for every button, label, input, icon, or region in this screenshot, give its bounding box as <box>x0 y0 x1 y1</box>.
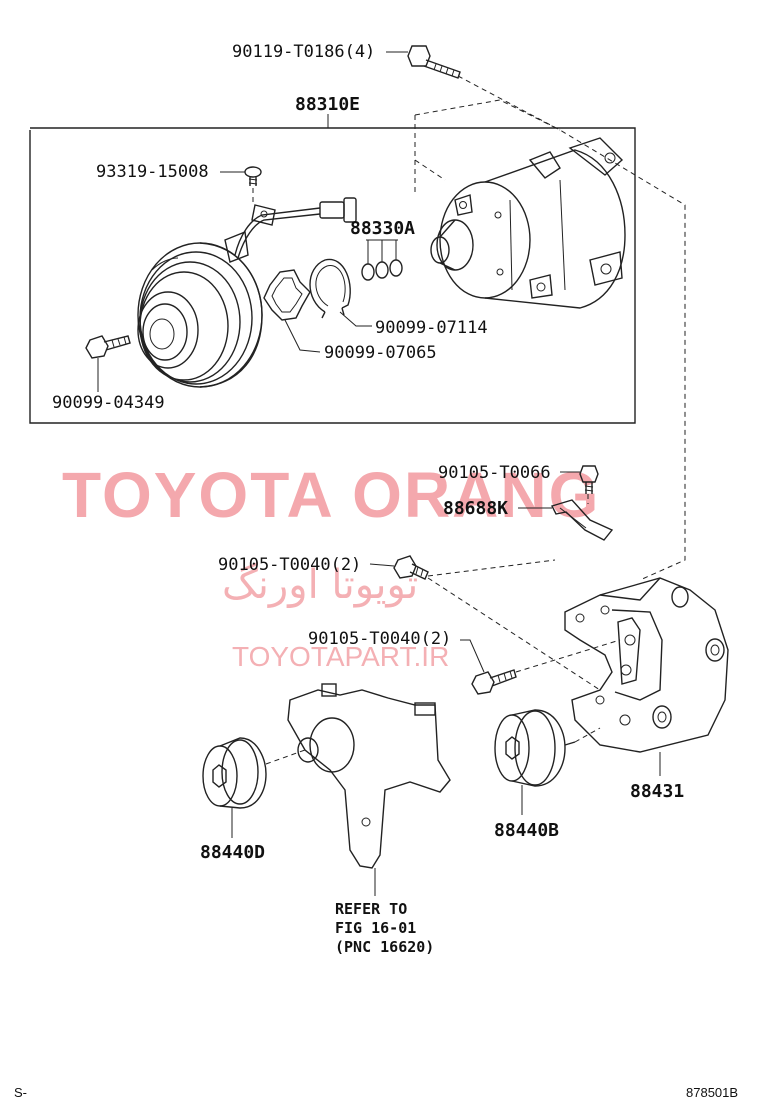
bracket-88688k[interactable] <box>551 499 614 541</box>
pulley-88440b[interactable] <box>494 709 601 787</box>
watermark-persian: تویوتا اورنگ <box>222 562 418 608</box>
idler-bracket-16620[interactable] <box>287 683 451 869</box>
ring-seal-leader <box>284 319 321 353</box>
label-88440b: 88440B <box>494 820 559 841</box>
label-88688k: 88688K <box>443 498 508 519</box>
label-90105-t0066: 90105-T0066 <box>438 463 551 483</box>
watermark-site: TOYOTAPART.IR <box>232 641 449 672</box>
refer-note-line2: FIG 16-01 <box>335 919 416 937</box>
snap-ring-leader <box>339 311 372 327</box>
label-90099-07065: 90099-07065 <box>324 343 437 363</box>
label-88310e: 88310E <box>295 94 360 115</box>
label-88330a: 88330A <box>350 218 415 239</box>
refer-note-line1: REFER TO <box>335 900 407 918</box>
label-90099-04349: 90099-04349 <box>52 393 165 413</box>
pulley-88440d[interactable] <box>202 737 306 809</box>
label-90099-07114: 90099-07114 <box>375 318 488 338</box>
snap-ring-90099-07114[interactable] <box>309 258 351 319</box>
clutch-wire-harness <box>224 197 357 263</box>
bolt-90119-t0186[interactable] <box>407 45 461 79</box>
bolt-b-leader <box>460 639 485 673</box>
label-93319-15008: 93319-15008 <box>96 162 209 182</box>
ring-90099-07065[interactable] <box>263 269 311 321</box>
screw-93319-15008[interactable] <box>244 166 262 186</box>
label-90119-t0186: 90119-T0186(4) <box>232 42 375 62</box>
label-88431: 88431 <box>630 781 684 802</box>
bolt-90105-t0040-b[interactable] <box>471 669 517 695</box>
bolt-90099-04349[interactable] <box>85 335 131 359</box>
label-88440d: 88440D <box>200 842 265 863</box>
bolt-b-dash <box>515 639 621 673</box>
assembly-box <box>29 127 636 424</box>
magnetic-clutch[interactable] <box>137 242 263 388</box>
compressor-bracket-88431[interactable] <box>564 577 729 753</box>
bolt-90105-t0040-a[interactable] <box>393 555 429 580</box>
compressor-body[interactable] <box>430 137 626 309</box>
bolt-90105-t0066[interactable] <box>579 465 599 494</box>
dash-compressor-top <box>414 99 561 131</box>
bolt-a-dash-2 <box>427 577 601 691</box>
footer-left: S- <box>14 1085 27 1100</box>
dash-compressor-mid <box>414 159 446 181</box>
bolt-a-dash <box>427 559 556 577</box>
shim-leader <box>366 239 398 264</box>
label-90105-t0040-b: 90105-T0040(2) <box>308 629 451 649</box>
dash-bolt-to-bracket <box>457 75 686 581</box>
label-90105-t0040-a: 90105-T0040(2) <box>218 555 361 575</box>
watermark-brand: TOYOTA ORANG <box>62 459 600 531</box>
refer-note-line3: (PNC 16620) <box>335 938 434 956</box>
footer-code: 878501B <box>686 1085 738 1100</box>
bolt-a-leader <box>369 563 395 567</box>
